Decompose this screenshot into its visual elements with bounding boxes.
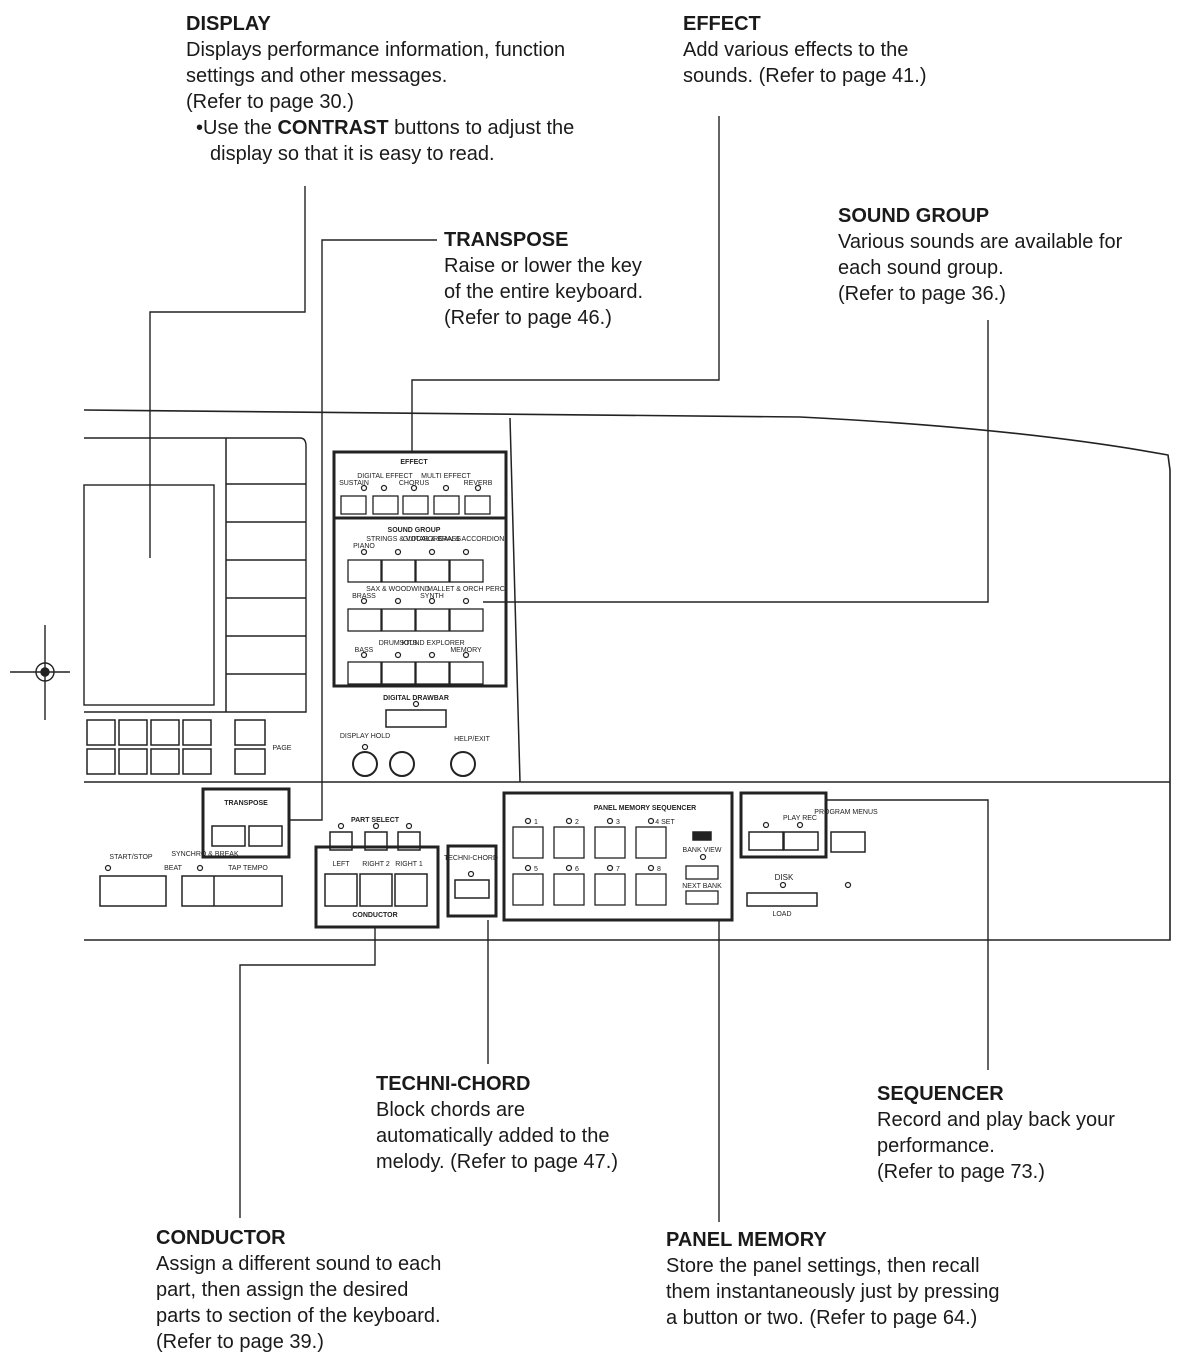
sound-buttons [347,559,484,685]
panel-effect-label: EFFECT [400,459,428,466]
panel-label: GUITAR & BRASS [403,536,462,543]
leader-lines [149,116,989,1222]
effect-buttons [340,495,491,515]
techni-chord-box [446,844,498,918]
panel-label: NEXT BANK [682,883,722,890]
effect-desc: Add various effects to the sounds. (Refe… [683,39,927,87]
panel-label: TECHNI-CHORD [444,855,498,862]
panel-label: 4 SET [655,819,675,826]
display-screen [83,484,215,706]
effect-title: EFFECT [683,13,761,35]
sequencer-title: SEQUENCER [877,1083,1004,1105]
sound-group-desc: Various sounds are available for each so… [838,231,1123,305]
panel-label: STRINGS & VOCAL [366,536,430,543]
panel-label: TRANSPOSE [224,800,268,807]
conductor-box [314,845,440,929]
conductor-leader [239,927,376,1218]
panel-label: DIGITAL EFFECT [357,473,413,480]
panel-label: 7 [616,866,620,873]
panel-label: PAGE [273,745,292,752]
display-desc: Displays performance information, functi… [186,39,566,113]
sequencer-leader [826,799,989,1070]
panel-label: DIGITAL DRAWBAR [383,695,449,702]
callout-sound-group: SOUND GROUP Various sounds are available… [838,203,1173,307]
techni-chord-desc: Block chords are automatically added to … [376,1099,618,1173]
panel-label: TAP TEMPO [228,865,268,872]
panel-top-edge [83,409,1171,941]
callout-display: DISPLAY Displays performance information… [186,11,636,167]
panel-label: BEAT [164,865,182,872]
panel-label: CONDUCTOR [352,912,397,919]
panel-label: DISPLAY HOLD [340,733,390,740]
panel-label: MEMORY [450,647,482,654]
panel-label: BRASS [352,593,376,600]
panel-sound-group-label: SOUND GROUP [388,527,441,534]
panel-label: 3 [616,819,620,826]
panel-label: BANK VIEW [683,847,722,854]
techni-chord-title: TECHNI-CHORD [376,1073,531,1095]
display-hold-knob [352,751,378,777]
transpose-desc: Raise or lower the key of the entire key… [444,255,644,329]
panel-label: MALLET & ORCH PERC [427,586,505,593]
sequencer-box [739,791,828,859]
registration-mark [10,625,70,720]
effect-leader [411,116,720,452]
panel-label: CHORUS [399,480,430,487]
callout-sequencer: SEQUENCER Record and play back your perf… [877,1081,1167,1185]
panel-label: 5 [534,866,538,873]
panel-label: LEFT [332,861,350,868]
panel-label: SAX & WOODWIND [366,586,430,593]
panel-label: RIGHT 2 [362,861,390,868]
panel-label: SUSTAIN [339,480,369,487]
panel-label: 6 [575,866,579,873]
callout-panel-memory: PANEL MEMORY Store the panel settings, t… [666,1227,1066,1331]
drawbar-button [385,709,447,728]
callout-techni-chord: TECHNI-CHORD Block chords are automatica… [376,1071,676,1175]
panel-label: LOAD [772,911,791,918]
help-exit-knob [450,751,476,777]
panel-label: PROGRAM MENUS [814,809,878,816]
panel-label: 1 [534,819,538,826]
conductor-desc: Assign a different sound to each part, t… [156,1253,442,1353]
sound-group-leader [483,320,989,603]
display-title: DISPLAY [186,13,271,35]
page-buttons [234,719,266,775]
panel-label: SYNTH [420,593,444,600]
side-buttons [225,438,306,712]
transpose-leader [290,239,437,821]
panel-memory-box [502,791,734,922]
panel-label: SOUND EXPLORER [399,640,464,647]
panel-label: ORGAN & ACCORDION [428,536,505,543]
panel-label: REVERB [464,480,493,487]
display-frame [84,437,307,713]
sequencer-desc: Record and play back your performance. (… [877,1109,1115,1183]
panel-label: PANEL MEMORY SEQUENCER [594,805,696,812]
sound-group-title: SOUND GROUP [838,205,990,227]
panel-memory-title: PANEL MEMORY [666,1229,827,1251]
panel-memory-desc: Store the panel settings, then recall th… [666,1255,1000,1329]
panel-label: START/STOP [109,854,153,861]
panel-label: PLAY REC [783,815,817,822]
number-buttons [86,719,212,775]
display-note: •Use the CONTRAST buttons to adjust the … [196,117,575,165]
panel-label: PIANO [353,543,375,550]
conductor-title: CONDUCTOR [156,1227,286,1249]
panel-label: DISK [775,873,794,882]
panel-label: HELP/EXIT [454,736,491,743]
transpose-box [201,787,291,859]
panel-label: SYNCHRO & BREAK [171,851,239,858]
callout-conductor: CONDUCTOR Assign a different sound to ea… [156,1225,516,1355]
panel-label: PART SELECT [351,817,400,824]
display-leader [149,186,306,558]
panel-label: BASS [355,647,374,654]
panel-label: DRUM KITS [379,640,418,647]
panel-label: MULTI EFFECT [421,473,471,480]
panel-label: 8 [657,866,661,873]
panel-label: 2 [575,819,579,826]
transpose-title: TRANSPOSE [444,229,569,251]
panel-label: RIGHT 1 [395,861,423,868]
callout-effect: EFFECT Add various effects to the sounds… [683,11,983,89]
callout-transpose: TRANSPOSE Raise or lower the key of the … [444,227,704,331]
